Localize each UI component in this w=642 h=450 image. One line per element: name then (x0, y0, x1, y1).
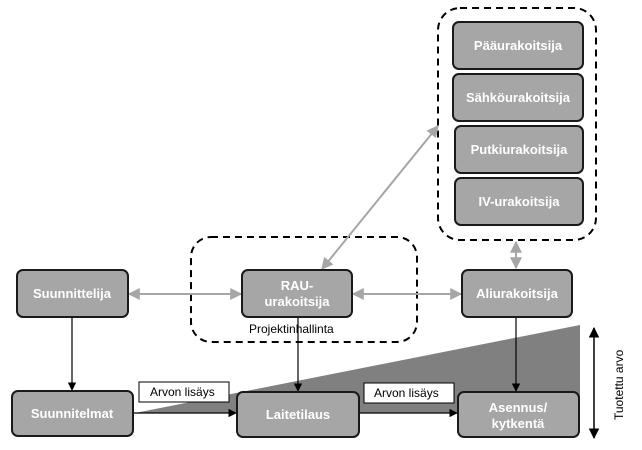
arvon-lisays-text-2: Arvon lisäys (374, 386, 439, 400)
node-iv-urakoitsija: IV-urakoitsija (454, 177, 584, 226)
node-suunnittelija-label: Suunnittelija (33, 286, 112, 301)
node-putkiurakoitsija-label: Putkiurakoitsija (471, 142, 569, 157)
node-asennus-kytkenta: Asennus/ kytkentä (457, 391, 580, 438)
node-asennus-label-line1: Asennus/ (489, 400, 548, 415)
node-aliurakoitsija-label: Aliurakoitsija (476, 286, 558, 301)
node-rau-urakoitsija: RAU- urakoitsija (241, 269, 353, 318)
node-sahkourakoitsija: Sähköurakoitsija (452, 73, 584, 122)
node-rau-label-line1: RAU- (281, 278, 314, 293)
node-asennus-label-line2: kytkentä (492, 416, 546, 431)
node-suunnitelmat-label: Suunnitelmat (31, 406, 114, 421)
arvon-lisays-label-1: Arvon lisäys (138, 381, 230, 403)
connector-rau-contractors (321, 125, 439, 270)
node-suunnitelmat: Suunnitelmat (11, 390, 134, 437)
arvon-lisays-label-2: Arvon lisäys (363, 382, 455, 404)
node-paaurakoitsija-label: Pääurakoitsija (474, 38, 563, 53)
arvon-lisays-text-1: Arvon lisäys (150, 385, 215, 399)
node-laitetilaus-label: Laitetilaus (266, 407, 330, 422)
projektinhallinta-label: Projektinhallinta (249, 322, 334, 336)
node-iv-urakoitsija-label: IV-urakoitsija (479, 194, 561, 209)
contractors-group (437, 7, 597, 241)
node-suunnittelija: Suunnittelija (16, 269, 129, 318)
node-aliurakoitsija: Aliurakoitsija (461, 269, 573, 318)
node-sahkourakoitsija-label: Sähköurakoitsija (466, 90, 571, 105)
node-rau-label-line2: urakoitsija (264, 294, 330, 309)
node-laitetilaus: Laitetilaus (236, 391, 360, 438)
node-putkiurakoitsija: Putkiurakoitsija (454, 125, 584, 174)
node-paaurakoitsija: Pääurakoitsija (452, 21, 584, 70)
tuotettu-arvo-label: Tuotettu arvo (612, 349, 626, 420)
